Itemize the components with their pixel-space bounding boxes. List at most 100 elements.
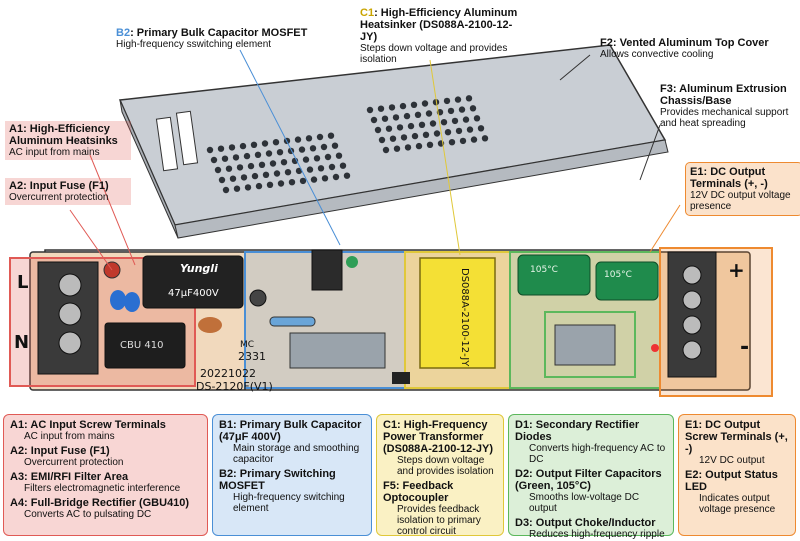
vent-hole [443, 97, 451, 105]
vent-hole [313, 155, 321, 162]
vent-hole [447, 107, 455, 115]
vent-hole [306, 166, 314, 173]
vent-hole [343, 172, 351, 179]
vent-hole [422, 131, 430, 138]
legend-title: A3: EMI/RFI Filter Area [10, 471, 129, 483]
legend-desc: Overcurrent protection [24, 457, 124, 468]
mosfet [311, 249, 343, 291]
vent-hole [206, 146, 214, 154]
callout-desc: Steps down voltage and provides isolatio… [360, 43, 508, 65]
vent-hole [458, 106, 466, 113]
vent-hole [481, 135, 489, 142]
vent-hole [414, 111, 422, 119]
vent-hole [459, 137, 467, 145]
terminal-label-plus: + [728, 258, 745, 282]
capacitor-rating: 47μF400V [168, 288, 219, 299]
callout-title: Vented Aluminum Top Cover [619, 37, 769, 49]
vent-hole [440, 119, 448, 126]
dc-terminal-block [667, 251, 717, 378]
vent-hole [328, 163, 336, 171]
callout-title: DC Output Terminals (+, -) [690, 166, 768, 190]
primary-heatsink [289, 332, 386, 369]
vent-hole [462, 116, 470, 123]
vent-hole [262, 171, 270, 178]
vent-hole [247, 162, 255, 170]
callout-title: Aluminum Extrusion Chassis/Base [660, 83, 787, 107]
vent-hole [404, 144, 412, 151]
vent-hole [389, 135, 397, 142]
filter-cap [124, 292, 140, 312]
vent-hole [451, 117, 459, 125]
callout-desc: AC input from mains [9, 147, 100, 158]
vent-hole [393, 145, 401, 152]
vent-hole [261, 140, 269, 147]
callout-a1: A1: High-Efficiency Aluminum Heatsinks A… [5, 121, 131, 160]
callout-b2: B2: Primary Bulk Capacitor MOSFET High-f… [116, 27, 316, 50]
vent-hole [396, 124, 404, 131]
vent-hole [288, 179, 296, 186]
vent-hole [222, 186, 230, 194]
transformer [419, 257, 496, 369]
vent-hole [265, 150, 273, 157]
vent-hole [232, 154, 240, 161]
secondary-heatsink [554, 324, 616, 366]
legend-desc: High-frequency switching element [233, 492, 345, 514]
vent-hole [331, 142, 339, 149]
legend-desc: Steps down voltage and provides isolatio… [397, 455, 494, 477]
legend-title: C1: High-Frequency Power Transformer (DS… [383, 419, 494, 455]
vent-hole [269, 160, 277, 167]
legend-title: A4: Full-Bridge Rectifier (GBU410) [10, 497, 190, 509]
bridge-rectifier [104, 322, 186, 369]
legend-card-primary: B1: Primary Bulk Capacitor (47μF 400V)Ma… [212, 414, 372, 536]
vent-hole [388, 104, 396, 111]
vent-hole [335, 152, 343, 159]
legend-desc: Converts AC to pulsating DC [24, 509, 152, 520]
vent-hole [320, 143, 328, 151]
bulk-capacitor [142, 255, 244, 309]
callout-a2: A2: Input Fuse (F1) Overcurrent protecti… [5, 178, 131, 205]
vent-hole [327, 132, 335, 139]
vent-hole [251, 172, 259, 180]
callout-tag: A1 [9, 123, 24, 135]
legend-title: D2: Output Filter Capacitors (Green, 105… [515, 468, 662, 492]
vent-hole [454, 96, 462, 103]
vent-hole [332, 173, 340, 181]
legend-title: E1: DC Output Screw Terminals (+, -) [685, 419, 788, 455]
legend-desc: Smooths low-voltage DC output [529, 492, 640, 514]
callout-c1: C1: High-Efficiency Aluminum Heatsinker … [360, 7, 520, 65]
capacitor-temp: 105°C [530, 265, 558, 275]
vent-hole [382, 146, 390, 154]
legend-title: A2: Input Fuse (F1) [10, 445, 110, 457]
status-led [651, 344, 659, 352]
small-cap [249, 289, 267, 307]
output-capacitor [517, 254, 591, 296]
vent-hole [254, 151, 262, 158]
legend-title: E2: Output Status LED [685, 469, 778, 493]
vent-hole [415, 142, 423, 150]
vent-hole [321, 175, 329, 182]
vent-hole [233, 185, 241, 192]
callout-tag: A2 [9, 180, 24, 192]
vent-hole [400, 134, 408, 141]
callout-title: Primary Bulk Capacitor MOSFET [136, 27, 308, 39]
callout-desc: Allows convective cooling [600, 49, 714, 60]
vent-hole [411, 132, 419, 140]
vent-hole [255, 182, 263, 190]
choke-area [544, 311, 636, 378]
vent-hole [407, 122, 415, 130]
transformer-label: DS088A-2100-12-JY [459, 268, 470, 367]
vent-hole [236, 164, 244, 171]
vent-hole [217, 145, 225, 152]
vent-hole [294, 136, 302, 143]
vent-hole [221, 155, 229, 162]
terminal-label-minus: - [740, 335, 750, 360]
optocoupler [392, 372, 410, 384]
vent-hole [295, 167, 303, 175]
vent-hole [477, 125, 485, 132]
vent-hole [309, 145, 317, 152]
callout-title: High-Efficiency Aluminum Heatsinks [9, 123, 118, 147]
vent-hole [310, 176, 318, 183]
top-cover [118, 44, 669, 239]
callout-title: Input Fuse (F1) [29, 180, 109, 192]
legend-desc: Main storage and smoothing capacitor [233, 443, 360, 465]
